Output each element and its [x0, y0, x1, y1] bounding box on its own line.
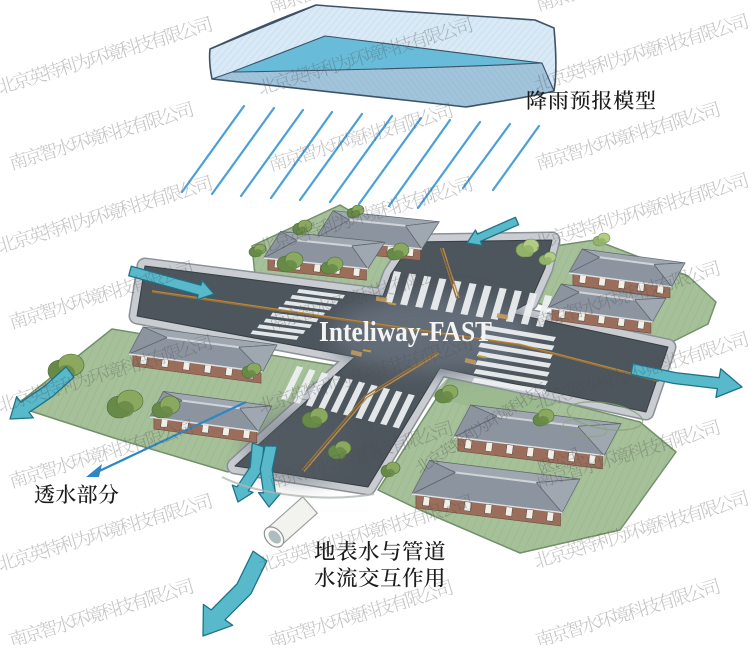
- svg-text:Inteliway-FAST: Inteliway-FAST: [319, 316, 492, 348]
